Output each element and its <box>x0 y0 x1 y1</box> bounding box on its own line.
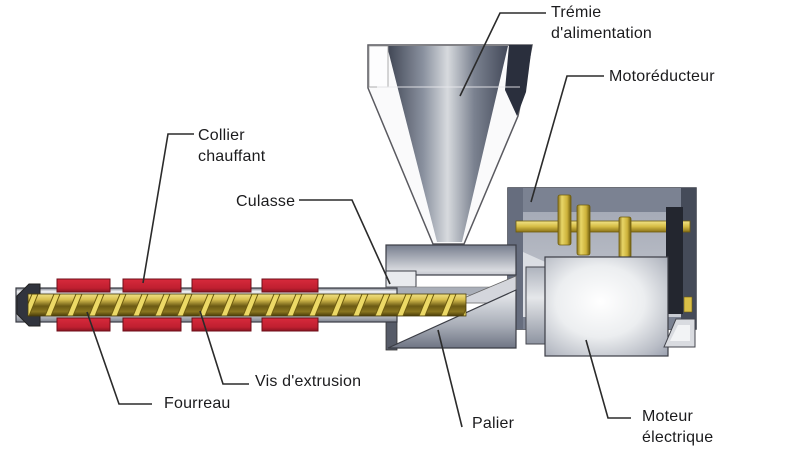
label-culasse: Culasse <box>236 191 295 212</box>
culasse-top-slab <box>385 244 517 276</box>
leader-culasse <box>299 199 391 285</box>
gearbox-top-strip <box>508 188 696 212</box>
label-vis-extrusion: Vis d'extrusion <box>255 371 361 392</box>
hopper-rim-dark-band <box>505 45 532 116</box>
heating-collar <box>261 317 319 332</box>
label-line: chauffant <box>198 148 266 165</box>
feed-hopper <box>367 44 533 245</box>
culasse-notch <box>385 270 417 288</box>
gear-shaft <box>515 220 691 233</box>
label-tremie-alimentation: Trémie d'alimentation <box>551 2 652 44</box>
gear-disc <box>618 216 632 259</box>
heating-collar <box>191 278 252 293</box>
label-line: d'alimentation <box>551 25 653 42</box>
bearing-wedge <box>387 289 517 349</box>
label-palier: Palier <box>472 413 514 434</box>
label-line: Culasse <box>236 193 296 210</box>
label-fourreau: Fourreau <box>164 393 231 414</box>
leader-fourreau <box>86 311 152 405</box>
hopper-rim-left <box>368 45 389 88</box>
hopper-inner-cone <box>387 46 508 242</box>
heating-collar <box>56 317 111 332</box>
heating-collar <box>56 278 111 293</box>
label-line: Fourreau <box>164 395 231 412</box>
label-line: électrique <box>642 429 714 446</box>
electric-motor <box>525 256 696 357</box>
heating-collar <box>122 317 182 332</box>
label-line: Collier <box>198 127 245 144</box>
leader-tremie <box>459 12 546 97</box>
leader-vis <box>199 310 249 385</box>
label-moteur-electrique: Moteur électrique <box>642 406 713 448</box>
motor-body <box>544 256 669 357</box>
leader-lines <box>86 12 631 428</box>
label-line: Moteur <box>642 408 693 425</box>
leader-moteur <box>585 339 631 419</box>
coupling-nub <box>683 296 693 313</box>
culasse-block <box>385 244 517 351</box>
label-motoreducteur: Motoréducteur <box>609 66 715 87</box>
label-line: Trémie <box>551 4 602 21</box>
label-line: Palier <box>472 415 515 432</box>
heating-collar <box>122 278 182 293</box>
heating-collars <box>56 278 319 332</box>
label-line: Vis d'extrusion <box>255 373 362 390</box>
leader-collier <box>142 133 194 284</box>
leader-motoreducteur <box>530 75 604 203</box>
heating-collar <box>261 278 319 293</box>
motor-foot-highlight <box>670 325 690 341</box>
gear-disc <box>576 204 591 256</box>
label-line: Motoréducteur <box>609 68 715 85</box>
gear-disc <box>557 194 572 246</box>
heating-collar <box>191 317 252 332</box>
gearbox-dark-bar <box>666 207 683 314</box>
label-collier-chauffant: Collier chauffant <box>198 125 265 167</box>
screw-flights <box>27 293 467 317</box>
extrusion-screw <box>27 293 467 317</box>
leader-palier <box>437 329 463 428</box>
motor-shaft-cylinder <box>525 266 546 345</box>
